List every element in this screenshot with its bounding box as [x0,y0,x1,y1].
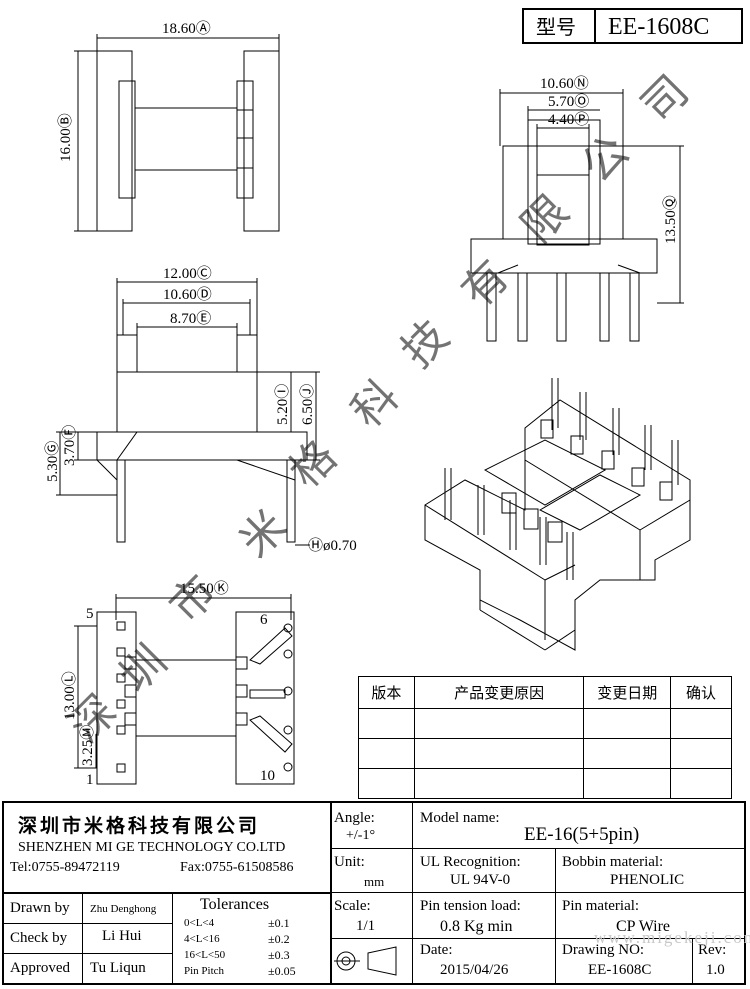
dim-e: 8.70Ⓔ [170,310,211,327]
model-value: EE-16(5+5pin) [524,824,640,845]
bottom-view [74,594,295,785]
bobbin-label: Bobbin material: [562,854,664,870]
watermark-char: 格 [280,431,346,497]
tol-value-1: ±0.2 [268,932,290,946]
title-block: 型号 EE-1608C [522,8,743,44]
rev-header-confirm: 确认 [670,676,732,709]
watermark-char: 限 [512,186,578,252]
part-number: EE-1608C [608,14,710,40]
rev-header-date: 变更日期 [583,676,672,709]
ul-label: UL Recognition: [420,854,521,870]
dim-j: 6.50Ⓙ [299,384,316,425]
tol-value-0: ±0.1 [268,916,290,930]
dim-a: 18.60Ⓐ [162,20,211,37]
dim-b: 16.00Ⓑ [57,113,74,162]
company-fax: Fax:0755-61508586 [180,860,294,875]
drawing-no-label: Drawing NO: [562,942,645,958]
watermark: 深 圳 市 米 格 科 技 有 限 公 司 [60,66,698,752]
company-name-cn: 深圳市米格科技有限公司 [18,815,261,837]
scale-value: 1/1 [356,918,376,934]
pin-label-10: 10 [260,768,275,784]
dimension-labels: 18.60Ⓐ 16.00Ⓑ 10.60Ⓝ 5.70Ⓞ 4.40Ⓟ 13.50Ⓠ … [44,20,679,788]
footer-watermark: www.migekeji.com [594,928,750,947]
pin-tension-value: 0.8 Kg min [440,918,513,935]
dim-l: 13.00Ⓛ [61,671,78,720]
company-tel: Tel:0755-89472119 [10,860,120,875]
approved-name: Tu Liqun [90,960,146,976]
dim-q: 13.50Ⓠ [662,195,679,244]
pin-material-label: Pin material: [562,898,640,914]
watermark-char: 公 [572,126,638,192]
check-by-label: Check by [10,930,68,946]
tol-value-2: ±0.3 [268,948,290,962]
tol-value-3: ±0.05 [268,964,296,978]
dim-p: 4.40Ⓟ [548,111,589,128]
unit-value: mm [364,874,385,889]
drawing-area: 深 圳 市 米 格 科 技 有 限 公 司 18.60Ⓐ 16.00Ⓑ 10.6… [44,20,698,788]
tol-range-0: 0<L<4 [184,917,215,929]
watermark-char: 科 [342,371,408,437]
check-by-name: Li Hui [102,928,142,944]
top-view [74,34,280,232]
model-label: Model name: [420,810,500,826]
unit-label: Unit: [334,854,365,870]
type-label: 型号 [536,15,576,39]
drawing-no-value: EE-1608C [588,962,652,978]
watermark-char: 圳 [110,636,176,702]
watermark-char: 司 [632,66,698,132]
watermark-char: 有 [452,251,518,317]
info-block: 深圳市米格科技有限公司 SHENZHEN MI GE TECHNOLOGY CO… [2,801,750,985]
front-view [56,278,320,546]
table-row [358,768,732,799]
date-value: 2015/04/26 [440,962,509,978]
side-view [470,89,684,342]
drawn-by-name: Zhu Denghong [90,903,157,915]
bobbin-value: PHENOLIC [610,872,685,888]
pin-label-5: 5 [86,606,94,622]
table-row [358,708,732,739]
dim-m: 3.25Ⓜ [79,725,96,766]
revision-table: 版本 产品变更原因 变更日期 确认 [358,676,732,799]
drawn-by-label: Drawn by [10,900,70,916]
ul-value: UL 94V-0 [450,872,511,888]
dim-k: 15.50Ⓚ [180,580,229,597]
isometric-view [424,378,691,651]
scale-label: Scale: [334,898,371,914]
rev-value: 1.0 [706,962,725,978]
watermark-char: 米 [230,501,296,567]
date-label: Date: [420,942,453,958]
rev-header-version: 版本 [358,676,415,709]
watermark-char: 市 [160,566,226,632]
pin-material-value: CP Wire [616,918,671,935]
pin-label-1: 1 [86,772,94,788]
angle-label: Angle: [334,810,375,826]
projection-symbol-icon [334,946,397,976]
dim-f: 3.70Ⓕ [61,425,78,466]
dim-h: Ⓗø0.70 [308,537,357,554]
watermark-char: 技 [392,311,458,377]
tol-range-2: 16<L<50 [184,949,226,961]
dim-i: 5.20Ⓘ [274,384,291,425]
tolerances-title: Tolerances [200,896,270,913]
dim-n: 10.60Ⓝ [540,75,589,92]
rev-header-reason: 产品变更原因 [413,676,585,709]
tol-range-1: 4<L<16 [184,933,220,945]
dim-g: 5.30Ⓖ [44,441,61,482]
angle-value: +/-1° [346,828,376,843]
dim-c: 12.00Ⓒ [163,265,212,282]
approved-label: Approved [10,960,70,976]
dim-o: 5.70Ⓞ [548,93,589,110]
tol-range-3: Pin Pitch [184,965,225,977]
pin-label-6: 6 [260,612,268,628]
dim-d: 10.60Ⓓ [163,286,212,303]
company-name-en: SHENZHEN MI GE TECHNOLOGY CO.LTD [18,840,286,855]
rev-label: Rev: [698,942,727,958]
pin-tension-label: Pin tension load: [420,898,521,914]
table-row [358,738,732,769]
